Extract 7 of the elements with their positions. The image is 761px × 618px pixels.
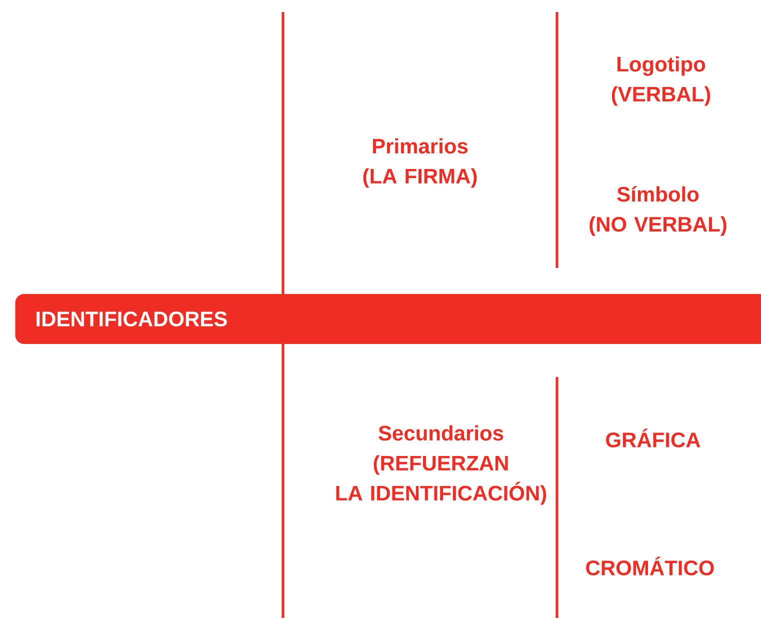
category-label: Secundarios (REFUERZAN LA IDENTIFICACIÓN) <box>336 425 546 505</box>
category-label: CROMÁTICO <box>586 556 714 576</box>
category-label: Logotipo (VERBAL) <box>612 56 710 106</box>
category-label: GRÁFICA <box>606 428 700 448</box>
title-band: IDENTIFICADORES <box>15 294 761 344</box>
category-label: Símbolo (NO VERBAL) <box>590 186 726 236</box>
category-label: Primarios (LA FIRMA) <box>363 138 477 188</box>
